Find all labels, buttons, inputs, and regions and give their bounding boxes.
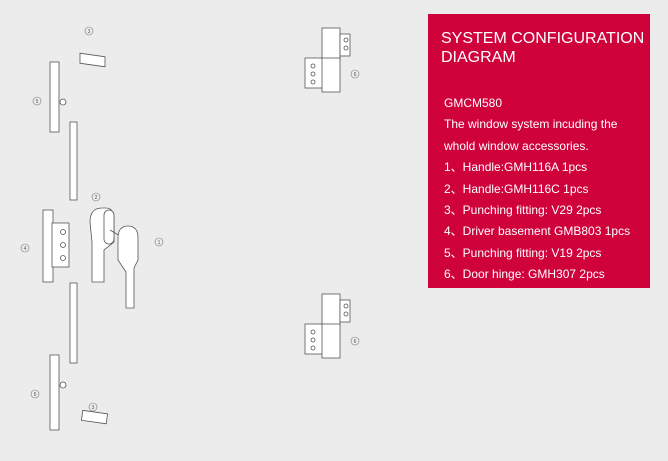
- panel-title: SYSTEM CONFIGURATION DIAGRAM: [441, 30, 645, 66]
- callout-5-bottom: 5: [34, 392, 37, 398]
- description-line: The window system incuding the: [444, 117, 618, 132]
- callout-4: 4: [24, 246, 27, 252]
- callout-2: 2: [95, 195, 98, 201]
- panel-body: GMCM580 The window system incuding the w…: [444, 93, 630, 286]
- list-item: 1、Handle:GMH116A 1pcs: [444, 160, 588, 175]
- transmission-rod-bottom: [69, 282, 78, 364]
- punching-fitting-v29-top: [79, 52, 106, 68]
- callout-6-bottom: 6: [354, 339, 357, 345]
- list-item: 4、Driver basement GMB803 1pcs: [444, 224, 631, 239]
- configuration-panel: SYSTEM CONFIGURATION DIAGRAM GMCM580 The…: [428, 14, 650, 288]
- list-item: 6、Door hinge: GMH307 2pcs: [444, 267, 605, 282]
- callout-3: 3: [88, 29, 91, 35]
- list-item: 3、Punching fitting: V29 2pcs: [444, 203, 602, 218]
- driver-basement: [42, 209, 70, 283]
- callout-1: 1: [158, 240, 161, 246]
- punching-fitting-v19-top: [49, 61, 67, 133]
- punching-fitting-v19-bottom: [49, 354, 67, 431]
- door-hinge-bottom: [304, 293, 351, 359]
- punching-fitting-v29-bottom: [80, 409, 109, 425]
- callout-5: 5: [36, 99, 39, 105]
- handle-gmh116a: [109, 225, 139, 309]
- callout-3-bottom: 3: [92, 405, 95, 411]
- list-item: 2、Handle:GMH116C 1pcs: [444, 181, 589, 196]
- description-line: whold window accessories.: [444, 138, 589, 153]
- configuration-diagram: 3 5 2 4 1 5 3 6 6: [20, 26, 360, 431]
- handle-gmh116c: [89, 207, 115, 283]
- door-hinge-top: [304, 27, 351, 93]
- model-number: GMCM580: [444, 96, 503, 110]
- transmission-rod-top: [69, 121, 78, 201]
- callout-6: 6: [354, 72, 357, 78]
- list-item: 5、Punching fitting: V19 2pcs: [444, 245, 602, 260]
